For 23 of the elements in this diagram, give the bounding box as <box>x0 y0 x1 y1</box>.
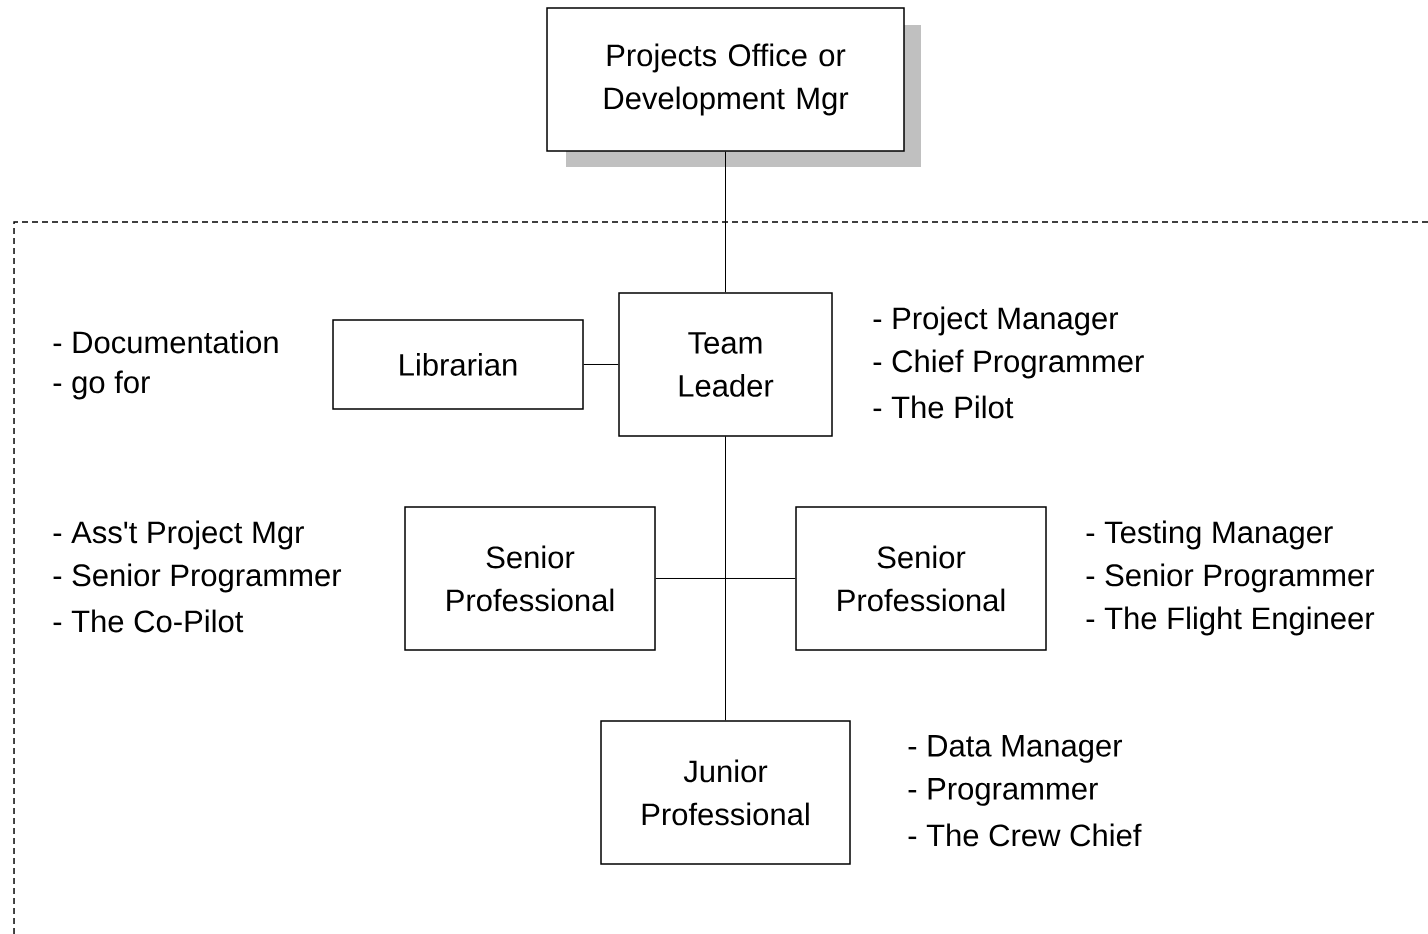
connector-line <box>725 436 726 721</box>
connector-line <box>583 364 619 365</box>
role-note: - Chief Programmer <box>873 349 1144 379</box>
role-note: - The Co-Pilot <box>53 609 244 633</box>
role-note: - Project Manager <box>873 306 1118 336</box>
role-box: Team Leader <box>618 292 833 437</box>
role-note: - The Pilot <box>873 395 1014 419</box>
connector-line <box>725 151 726 293</box>
role-note: - Testing Manager <box>1086 520 1333 550</box>
role-note: - Ass't Project Mgr <box>53 520 304 550</box>
role-note: - Senior Programmer <box>53 563 342 593</box>
role-note: - Senior Programmer <box>1086 563 1375 593</box>
role-note: - go for <box>53 370 150 400</box>
role-note: - The Crew Chief <box>908 823 1142 847</box>
role-box: Projects Office or Development Mgr <box>546 7 921 167</box>
role-box: Senior Professional <box>795 506 1047 651</box>
role-box: Junior Professional <box>600 720 851 865</box>
role-note: - Documentation <box>53 330 278 354</box>
role-note: - The Flight Engineer <box>1086 606 1375 636</box>
role-box: Librarian <box>332 319 584 410</box>
role-note: - Programmer <box>908 778 1098 806</box>
role-box: Senior Professional <box>404 506 656 651</box>
role-note: - Data Manager <box>908 735 1122 763</box>
